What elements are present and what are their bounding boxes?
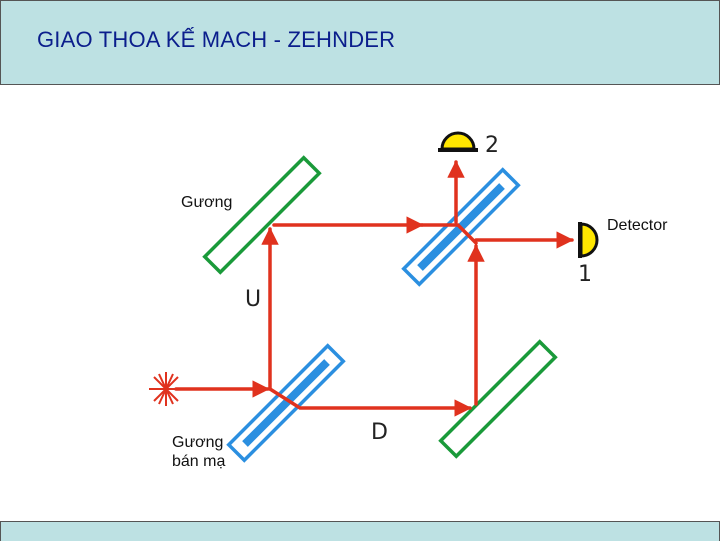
mirror-bottom-right — [438, 339, 558, 459]
header-bar: GIAO THOA KẾ MACH - ZEHNDER — [0, 0, 720, 85]
label-detector: Detector — [607, 217, 668, 234]
light-source-icon — [149, 372, 183, 406]
detector-2-icon — [438, 131, 478, 152]
detector-1-icon — [578, 222, 599, 258]
mirror-top-left — [202, 155, 322, 275]
label-detector-1: 1 — [578, 262, 592, 287]
footer-bar — [0, 521, 720, 541]
beam-path-d — [268, 387, 472, 417]
label-mirror: Gương — [181, 194, 233, 211]
label-path-u: U — [245, 287, 262, 312]
beam-into-splitter — [420, 223, 478, 245]
page-title: GIAO THOA KẾ MACH - ZEHNDER — [37, 27, 396, 52]
label-detector-2: 2 — [485, 133, 499, 158]
beam-splitter-bottom-left — [226, 343, 346, 463]
beam-paths — [174, 160, 574, 417]
label-path-d: D — [371, 420, 388, 445]
label-beam-splitter-line2: bán mạ — [172, 453, 226, 470]
label-beam-splitter-line1: Gương — [172, 434, 224, 451]
